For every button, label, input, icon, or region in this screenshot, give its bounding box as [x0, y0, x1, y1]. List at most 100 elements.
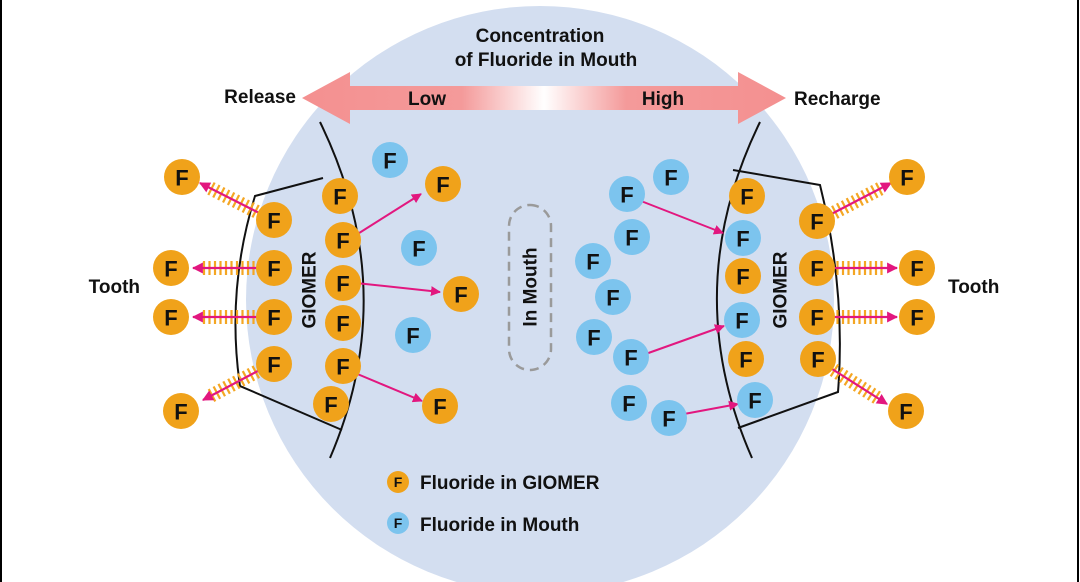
ion-letter: F [406, 324, 419, 349]
ion-letter: F [739, 348, 752, 373]
ion-letter: F [736, 227, 749, 252]
title-line-1: Concentration [476, 26, 605, 47]
ion-circle [889, 159, 925, 195]
in-mouth-zone [507, 203, 553, 372]
ion-letter: F [810, 257, 823, 282]
legend-giomer-label: Fluoride in GIOMER [420, 473, 600, 494]
ion-circle [164, 159, 200, 195]
arrow-high-label: High [642, 89, 684, 110]
ion-circle [651, 400, 687, 436]
ion-circle [401, 230, 437, 266]
ion-circle [800, 341, 836, 377]
ion-letter: F [606, 286, 619, 311]
ion-letter: F [433, 395, 446, 420]
giomer-left-surface [319, 121, 365, 459]
ion-letter: F [664, 166, 677, 191]
ion-circle [322, 178, 358, 214]
fluoride-giomer-ion-mouth: F [443, 276, 479, 312]
ion-letter: F [810, 210, 823, 235]
fluoride-giomer-ion-giomer: F [799, 203, 835, 239]
ion-letter: F [336, 355, 349, 380]
ion-circle [614, 219, 650, 255]
fluoride-mouth-ion-mouth: F [613, 339, 649, 375]
fluoride-giomer-ion-tooth: F [899, 299, 935, 335]
ion-circle [313, 386, 349, 422]
recharge-label: Recharge [794, 89, 881, 110]
ion-letter: F [336, 272, 349, 297]
fluoride-mouth-ion-mouth: F [372, 142, 408, 178]
fluoride-giomer-ion-tooth: F [164, 159, 200, 195]
fluoride-giomer-ion-giomer: F [256, 346, 292, 382]
fluoride-giomer-ion-giomer: F [799, 299, 835, 335]
fluoride-giomer-ion-giomer: F [313, 386, 349, 422]
ion-circle [372, 142, 408, 178]
ion-letter: F [748, 389, 761, 414]
ion-letter: F [587, 326, 600, 351]
giomer-right-label: GIOMER [771, 251, 792, 328]
ion-circle [325, 305, 361, 341]
release-label: Release [224, 87, 296, 108]
fluoride-mouth-ion-mouth: F [651, 400, 687, 436]
ion-circle [256, 299, 292, 335]
ion-letter: F [324, 393, 337, 418]
ion-letter: F [336, 312, 349, 337]
fluoride-giomer-ion-giomer: F [799, 250, 835, 286]
fluoride-mouth-ion-mouth: F [575, 243, 611, 279]
ion-letter: F [622, 392, 635, 417]
legend-giomer-swatch [387, 471, 409, 493]
ion-letter: F [412, 237, 425, 262]
ion-letter: F [267, 257, 280, 282]
tooth-right-label: Tooth [948, 277, 999, 298]
ion-circle [653, 159, 689, 195]
giomer-left-label: GIOMER [300, 251, 321, 328]
ion-circle [729, 178, 765, 214]
fluoride-mouth-ion-giomer: F [724, 302, 760, 338]
ion-circle [256, 346, 292, 382]
ion-circle [153, 250, 189, 286]
ion-letter: F [436, 173, 449, 198]
ion-letter: F [383, 149, 396, 174]
ion-letter: F [267, 353, 280, 378]
fluoride-mouth-ion-mouth: F [576, 319, 612, 355]
ion-letter: F [620, 183, 633, 208]
fluoride-giomer-ion-giomer: F [800, 341, 836, 377]
fluoride-giomer-ion-mouth: F [425, 166, 461, 202]
ion-circle [153, 299, 189, 335]
ion-circle [725, 258, 761, 294]
fluoride-giomer-ion-tooth: F [153, 299, 189, 335]
ion-letter: F [164, 257, 177, 282]
ion-circle [888, 393, 924, 429]
diffusion-arrow [355, 193, 422, 236]
arrow-low-label: Low [408, 89, 446, 110]
ion-letter: F [164, 306, 177, 331]
ion-circle [799, 250, 835, 286]
ion-circle [163, 393, 199, 429]
ion-letter: F [586, 250, 599, 275]
diffusion-arrow [354, 372, 423, 403]
ion-letter: F [900, 166, 913, 191]
legend-mouth-swatch [387, 512, 409, 534]
arrows-layer [191, 182, 899, 415]
fluoride-giomer-ion-tooth: F [888, 393, 924, 429]
ion-circle [899, 299, 935, 335]
ion-circle [256, 250, 292, 286]
fluoride-giomer-ion-giomer: F [322, 178, 358, 214]
ion-letter: F [910, 257, 923, 282]
ion-letter: F [736, 265, 749, 290]
concentration-double-arrow [302, 72, 786, 124]
fluoride-giomer-ion-giomer: F [725, 258, 761, 294]
ion-circle [425, 166, 461, 202]
fluoride-giomer-ion-giomer: F [256, 250, 292, 286]
ion-circle [325, 222, 361, 258]
fluoride-mouth-ion-mouth: F [595, 279, 631, 315]
ion-circle [725, 220, 761, 256]
diffusion-arrow [683, 400, 739, 415]
fluoride-giomer-ion-giomer: F [325, 305, 361, 341]
in-mouth-label: In Mouth [521, 247, 542, 326]
fluoride-giomer-ion-mouth: F [422, 388, 458, 424]
fluoride-giomer-ion-tooth: F [899, 250, 935, 286]
fluoride-giomer-ion-giomer: F [325, 348, 361, 384]
legend-mouth-letter: F [394, 515, 403, 531]
ion-letter: F [336, 229, 349, 254]
fluoride-mouth-ion-mouth: F [609, 176, 645, 212]
